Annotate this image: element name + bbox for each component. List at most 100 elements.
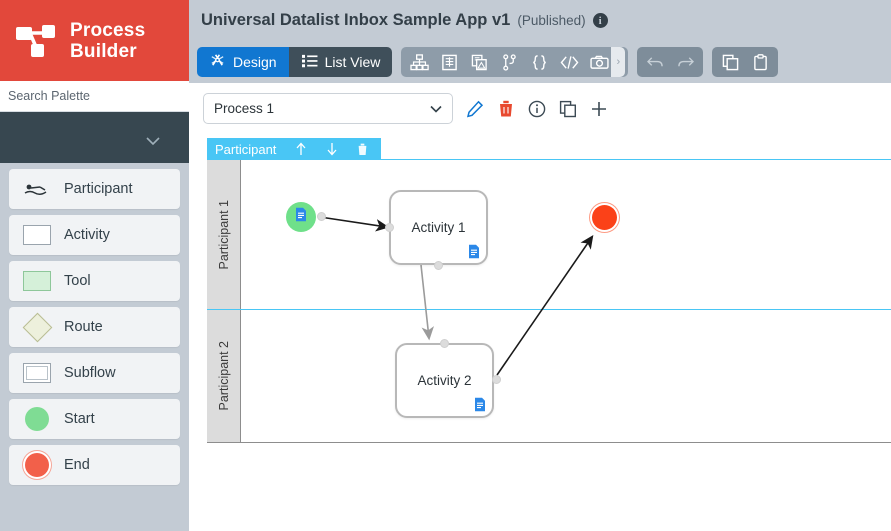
duplicate-icon[interactable] — [558, 99, 577, 118]
publish-status: (Published) — [517, 13, 586, 28]
anchor-activity1-in[interactable] — [385, 223, 394, 232]
delete-trash-icon[interactable] — [496, 99, 515, 118]
app-title-bar: Universal Datalist Inbox Sample App v1 (… — [189, 0, 891, 41]
brand-line-1: Process — [70, 19, 146, 41]
move-down-icon[interactable] — [325, 142, 338, 156]
braces-icon[interactable] — [524, 47, 554, 77]
palette-section-header[interactable] — [0, 112, 189, 163]
clipboard-icon-group — [712, 47, 779, 77]
hierarchy-icon[interactable] — [404, 47, 434, 77]
lane-toolbar-label: Participant — [215, 141, 277, 157]
anchor-start-out[interactable] — [317, 212, 326, 221]
lane-participant-1[interactable]: Participant 1 — [207, 160, 891, 310]
palette-item-end[interactable]: End — [9, 445, 180, 485]
process-select-value: Process 1 — [214, 101, 275, 116]
document-icon — [468, 244, 480, 259]
diamond-icon — [22, 312, 52, 342]
start-circle-icon — [22, 407, 52, 431]
anchor-activity2-in[interactable] — [440, 339, 449, 348]
palette-search-bar[interactable] — [0, 81, 189, 112]
lane-participant-2[interactable]: Participant 2 — [207, 310, 891, 443]
node-activity-1[interactable]: Activity 1 — [389, 190, 488, 265]
tab-design-label: Design — [233, 54, 277, 70]
code-icon[interactable] — [554, 47, 584, 77]
node-activity-2-label: Activity 2 — [417, 373, 472, 388]
copy-icon[interactable] — [715, 47, 745, 77]
main-area: Universal Datalist Inbox Sample App v1 (… — [189, 0, 891, 531]
palette-item-start[interactable]: Start — [9, 399, 180, 439]
toolbar-scroll-right-button[interactable]: › — [611, 47, 626, 77]
tool-rectangle-icon — [22, 270, 52, 292]
branch-icon[interactable] — [494, 47, 524, 77]
palette-item-tool[interactable]: Tool — [9, 261, 180, 301]
palette-item-activity[interactable]: Activity — [9, 215, 180, 255]
process-select[interactable]: Process 1 — [203, 93, 453, 124]
document-icon — [295, 207, 307, 227]
edge-activity1-to-activity2[interactable] — [420, 264, 434, 341]
node-activity-1-label: Activity 1 — [411, 220, 466, 235]
view-tab-group: Design List View — [197, 47, 393, 77]
main-toolbar: Design List View — [189, 41, 891, 83]
tab-design[interactable]: Design — [197, 47, 289, 77]
lane-top-rule — [207, 159, 891, 160]
form-icon[interactable] — [434, 47, 464, 77]
redo-icon[interactable] — [670, 47, 700, 77]
palette-item-label: Participant — [64, 181, 133, 197]
paste-icon[interactable] — [745, 47, 775, 77]
palette-item-label: End — [64, 457, 90, 473]
swimlane-icon — [22, 178, 52, 200]
anchor-activity2-out[interactable] — [492, 375, 501, 384]
palette-item-route[interactable]: Route — [9, 307, 180, 347]
end-circle-icon — [22, 453, 52, 477]
info-icon[interactable]: i — [592, 13, 608, 28]
history-icon-group — [637, 47, 704, 77]
lane-toolbar: Participant — [207, 138, 382, 160]
lane-label-participant-1[interactable]: Participant 1 — [207, 160, 241, 309]
palette-item-participant[interactable]: Participant — [9, 169, 180, 209]
edge-activity2-to-end[interactable] — [496, 235, 594, 376]
palette-item-subflow[interactable]: Subflow — [9, 353, 180, 393]
undo-icon[interactable] — [640, 47, 670, 77]
process-actions — [465, 99, 608, 118]
brand-line-2: Builder — [70, 40, 137, 62]
search-input[interactable] — [8, 89, 189, 103]
subflow-rectangle-icon — [22, 362, 52, 384]
rectangle-icon — [22, 224, 52, 246]
info-circle-icon[interactable] — [527, 99, 546, 118]
page-title: Universal Datalist Inbox Sample App v1 — [201, 11, 511, 29]
design-panel: Process 1 — [189, 83, 891, 531]
process-controls-row: Process 1 — [189, 83, 891, 124]
node-end[interactable] — [592, 205, 617, 230]
process-diagram-icon — [14, 21, 60, 61]
edit-pencil-icon[interactable] — [465, 99, 484, 118]
copy-document-icon[interactable] — [464, 47, 494, 77]
list-view-icon — [301, 53, 318, 71]
brand-title: Process Builder — [70, 20, 145, 62]
add-plus-icon[interactable] — [589, 99, 608, 118]
node-start[interactable] — [286, 202, 316, 232]
brand-header: Process Builder — [0, 0, 189, 81]
chevron-down-icon[interactable] — [145, 133, 161, 145]
left-sidebar: Process Builder — [0, 0, 200, 531]
edge-layer — [319, 216, 594, 376]
design-compass-icon — [209, 52, 226, 72]
move-up-icon[interactable] — [294, 142, 307, 156]
lane-label-participant-2[interactable]: Participant 2 — [207, 310, 241, 442]
tab-list-view-label: List View — [324, 54, 381, 70]
palette-item-label: Route — [64, 319, 103, 335]
lanes-container: Participant 1 Participant 2 — [207, 160, 891, 467]
anchor-activity1-out[interactable] — [434, 261, 443, 270]
palette-list: Participant Activity Tool Route Subflow — [0, 163, 189, 485]
tab-list-view[interactable]: List View — [288, 47, 393, 77]
edge-start-to-activity1[interactable] — [319, 216, 390, 232]
document-icon — [474, 397, 486, 412]
camera-icon[interactable] — [584, 47, 614, 77]
chevron-right-icon: › — [616, 56, 621, 68]
tools-icon-group: › — [401, 47, 629, 77]
delete-lane-icon[interactable] — [356, 142, 369, 156]
node-activity-2[interactable]: Activity 2 — [395, 343, 494, 418]
process-canvas: Participant — [207, 138, 891, 467]
palette-item-label: Tool — [64, 273, 91, 289]
palette-item-label: Start — [64, 411, 95, 427]
